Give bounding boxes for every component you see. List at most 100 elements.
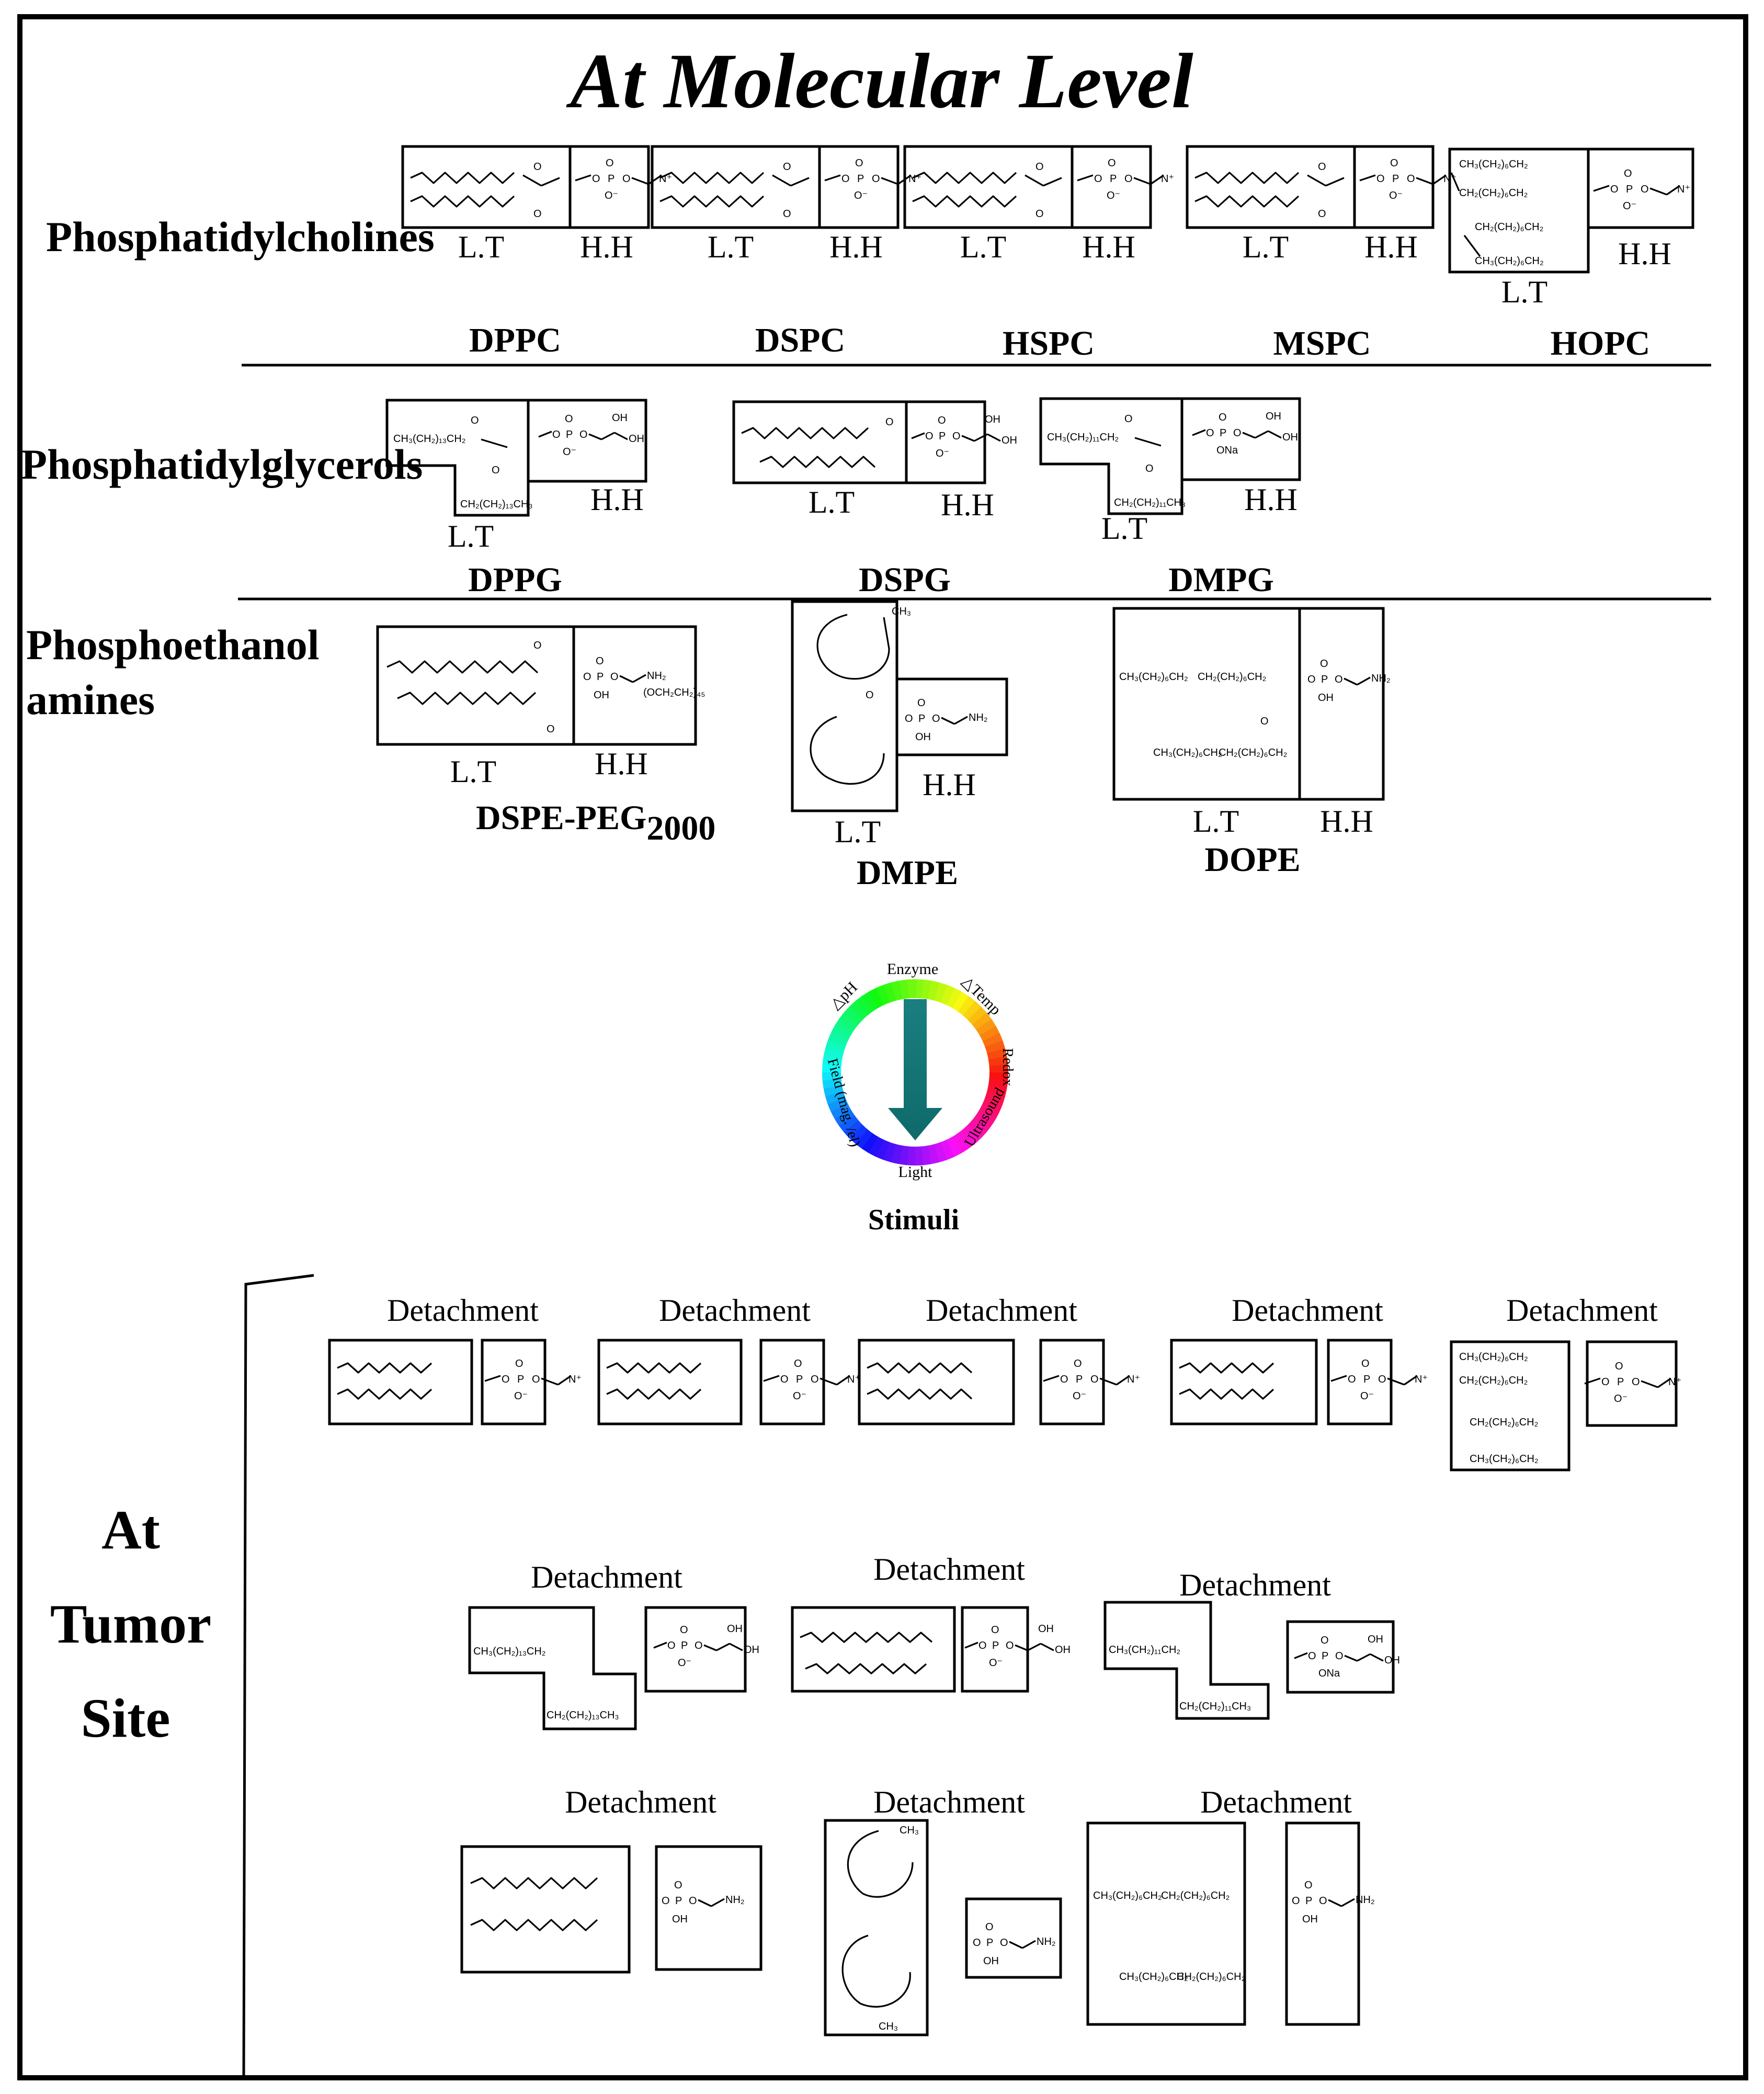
atom-label: OH <box>915 731 931 743</box>
acyl-chain <box>800 1632 933 1643</box>
bond-line <box>538 431 552 438</box>
lipid-name-dppg: DPPG <box>468 561 562 599</box>
atom-label: O <box>855 157 863 169</box>
atom-label: NH₂ <box>1037 1936 1056 1948</box>
atom-label: O <box>783 208 791 220</box>
bond-line <box>1666 185 1680 196</box>
bond-line <box>974 433 988 442</box>
class-phosphatidylcholines: Phosphatidylcholines <box>46 213 435 261</box>
head-box <box>905 400 986 484</box>
atom-label: O⁻ <box>1107 190 1120 201</box>
atom-label: CH₃ <box>879 2021 898 2032</box>
bond-line <box>648 174 662 185</box>
head-label: H.H <box>580 230 633 264</box>
tail-label: L.T <box>458 230 504 264</box>
acyl-chain <box>397 692 537 705</box>
atom-label: O <box>583 671 591 683</box>
bond-line <box>1357 676 1371 686</box>
atom-label: O⁻ <box>678 1657 691 1669</box>
atom-label: P <box>918 713 925 725</box>
head-box <box>1587 148 1694 229</box>
atom-label: P <box>796 1374 803 1385</box>
atom-label: P <box>681 1640 688 1651</box>
tail-box <box>460 1845 631 1974</box>
atom-label: O <box>533 208 542 220</box>
bond-line <box>820 1377 837 1386</box>
atom-label: O <box>533 640 542 651</box>
atom-label: P <box>517 1374 524 1385</box>
atom-label: N⁺ <box>1668 1376 1681 1388</box>
bond-line <box>575 174 591 182</box>
ring-label-enzyme: Enzyme <box>887 960 938 978</box>
atom-label: O <box>502 1374 510 1385</box>
atom-label: O <box>695 1640 703 1651</box>
tail-box <box>376 625 575 746</box>
bond-line <box>1657 1377 1671 1388</box>
bond-line <box>1370 1653 1384 1662</box>
tail-box <box>858 1339 1015 1425</box>
atom-label: P <box>986 1937 993 1949</box>
atom-label: O <box>1233 427 1242 439</box>
figure-title: At Molecular Level <box>566 38 1193 124</box>
chem-formula: CH₃(CH₂)₆CH₂ <box>1475 255 1544 267</box>
head-label: H.H <box>1618 236 1671 271</box>
tail-box <box>903 145 1074 229</box>
atom-label: O <box>1348 1374 1356 1385</box>
tail-label: L.T <box>450 754 496 789</box>
bond-line <box>703 1644 717 1651</box>
atom-label: N⁺ <box>568 1374 582 1385</box>
detachment-label: Detachment <box>1232 1293 1383 1328</box>
stimuli-arrow <box>888 999 942 1140</box>
atom-label: OH <box>594 689 609 701</box>
bond-line <box>941 717 955 725</box>
chem-formula: (OCH₂CH₂)₄₅ <box>643 687 705 698</box>
atom-label: O <box>973 1937 981 1949</box>
atom-label: O <box>1307 674 1316 685</box>
lipid-name-dmpe: DMPE <box>857 854 958 892</box>
atom-label: OH <box>985 414 1000 425</box>
atom-label: P <box>1220 427 1226 439</box>
bond-line <box>1432 174 1447 185</box>
atom-label: O <box>592 173 600 185</box>
atom-label: O <box>841 173 850 185</box>
atom-label: O <box>1610 184 1619 195</box>
atom-label: O <box>492 465 500 476</box>
acyl-chain <box>470 1877 598 1889</box>
head-box <box>895 677 1008 756</box>
acyl-chain <box>1179 1388 1274 1400</box>
bond-line <box>836 1375 850 1386</box>
atom-label: N⁺ <box>1161 173 1174 185</box>
atom-label: O <box>1206 427 1214 439</box>
acyl-chain <box>816 614 890 680</box>
atom-label: N⁺ <box>1415 1374 1428 1385</box>
atom-label: NH₂ <box>725 1894 745 1906</box>
bond-line <box>961 435 975 442</box>
atom-label: O <box>532 1374 540 1385</box>
head-label: H.H <box>829 230 883 264</box>
atom-label: O <box>1335 674 1343 685</box>
bond-line <box>1387 1377 1405 1386</box>
head-box <box>572 625 697 746</box>
acyl-chain <box>659 172 765 184</box>
atom-label: OH <box>1368 1634 1383 1645</box>
atom-label: O <box>1060 1374 1068 1385</box>
atom-label: O <box>1624 168 1632 179</box>
tail-label: L.T <box>960 230 1006 264</box>
bond-line <box>1150 174 1164 185</box>
bond-line <box>1307 174 1326 187</box>
lipid-name-dope: DOPE <box>1204 841 1300 879</box>
chem-formula: CH₃(CH₂)₆CH₂ <box>1119 671 1188 683</box>
bond-line <box>711 1898 725 1907</box>
bond-line <box>987 433 1001 442</box>
atom-label: O <box>689 1895 697 1907</box>
chem-formula: CH₃(CH₂)₆CH₂ <box>1119 1971 1188 1983</box>
chem-formula: CH₂(CH₂)₆CH₂ <box>1198 671 1266 683</box>
bond-line <box>631 177 649 185</box>
